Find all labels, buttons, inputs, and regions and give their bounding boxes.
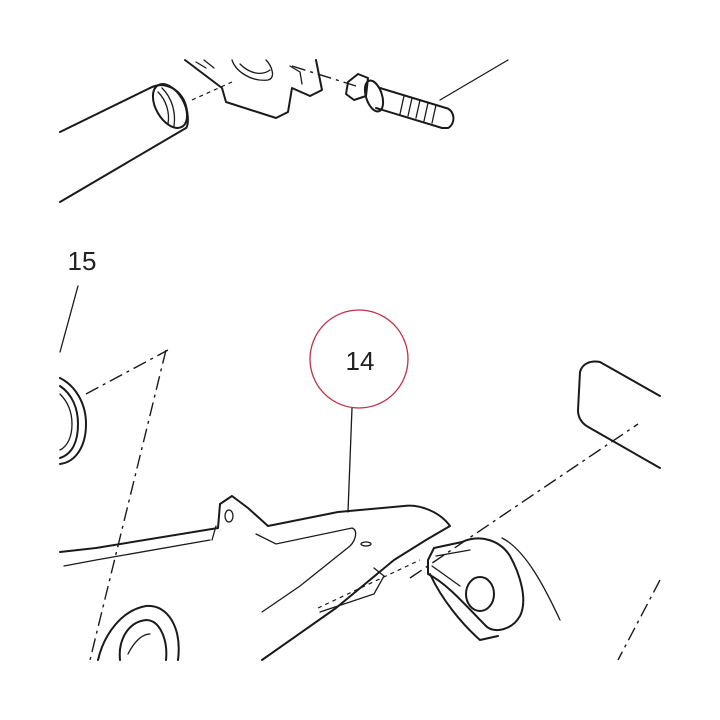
callout-14-leader (347, 407, 353, 513)
callout-15-leader (59, 285, 79, 353)
callout-14-label: 14 (346, 346, 375, 376)
centerline-long-2 (409, 423, 639, 579)
callout-14: 14 (309, 309, 409, 409)
swing-arm (59, 495, 451, 661)
centerline-long-3 (617, 579, 661, 661)
callout-15-label: 15 (68, 246, 97, 276)
bolt-leader-line (439, 59, 509, 101)
bolt-centerline (291, 65, 357, 87)
shaft-tube (59, 83, 189, 203)
side-panel (577, 360, 661, 469)
flange-bolt (345, 73, 455, 129)
arm-lug (427, 537, 561, 641)
callout-14-highlight-ring (309, 309, 409, 409)
seal-ring (59, 377, 87, 465)
callout-15: 15 (68, 246, 97, 276)
seal-centerline (85, 349, 169, 395)
bracket-plate (184, 59, 323, 119)
